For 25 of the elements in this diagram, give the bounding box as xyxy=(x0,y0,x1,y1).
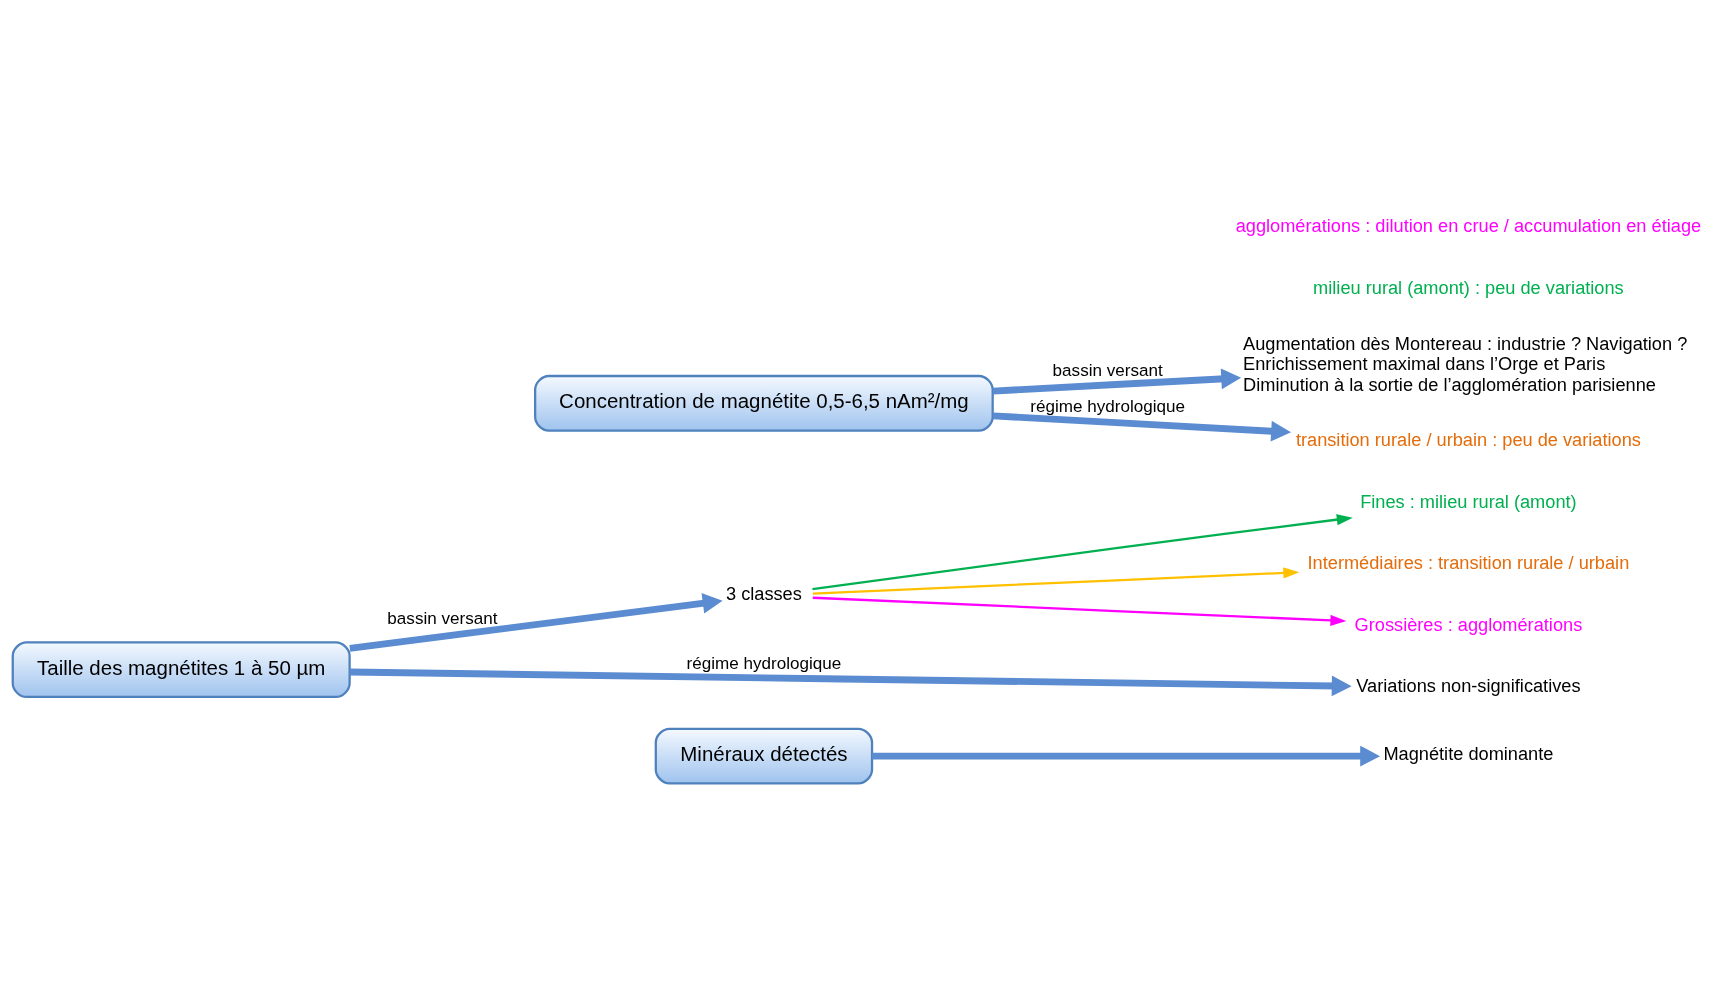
arrow xyxy=(812,566,1300,595)
arrow xyxy=(992,411,1292,442)
node-text: Variations non-significatives xyxy=(1356,675,1581,696)
arrow xyxy=(872,745,1381,767)
edge-label: régime hydrologique xyxy=(686,653,842,672)
node-text: milieu rural (amont) : peu de variations xyxy=(1313,277,1624,298)
node-box: Minéraux détectés xyxy=(654,727,874,785)
node-box: Concentration de magnétite 0,5-6,5 nAm²/mg xyxy=(534,374,994,432)
node-box: Taille des magnétites 1 à 50 µm xyxy=(11,640,351,698)
node-text: 3 classes xyxy=(725,583,802,604)
arrow xyxy=(812,596,1347,626)
node-text: Fines : milieu rural (amont) xyxy=(1360,491,1577,512)
node-text: Magnétite dominante xyxy=(1383,743,1554,764)
node-text: Intermédiaires : transition rurale / urbain xyxy=(1307,552,1630,573)
edge-label: bassin versant xyxy=(1052,360,1163,380)
edge-label: bassin versant xyxy=(387,608,498,628)
node-text: agglomérations : dilution en crue / accumulation en étiage xyxy=(1235,215,1702,236)
arrow xyxy=(812,513,1353,590)
arrow xyxy=(349,668,1352,696)
node-text: Grossières : agglomérations xyxy=(1354,614,1583,635)
arrow xyxy=(992,368,1242,395)
edge-label: régime hydrologique xyxy=(1030,396,1185,416)
node-text: Augmentation dès Montereau : industrie ? Navigation ? Enrichissement maximal dans l’Orge et Paris Diminution à la sortie de l’agglomération parisienne xyxy=(1243,333,1688,395)
node-text: transition rurale / urbain : peu de variations xyxy=(1295,429,1641,450)
arrow xyxy=(349,592,723,652)
